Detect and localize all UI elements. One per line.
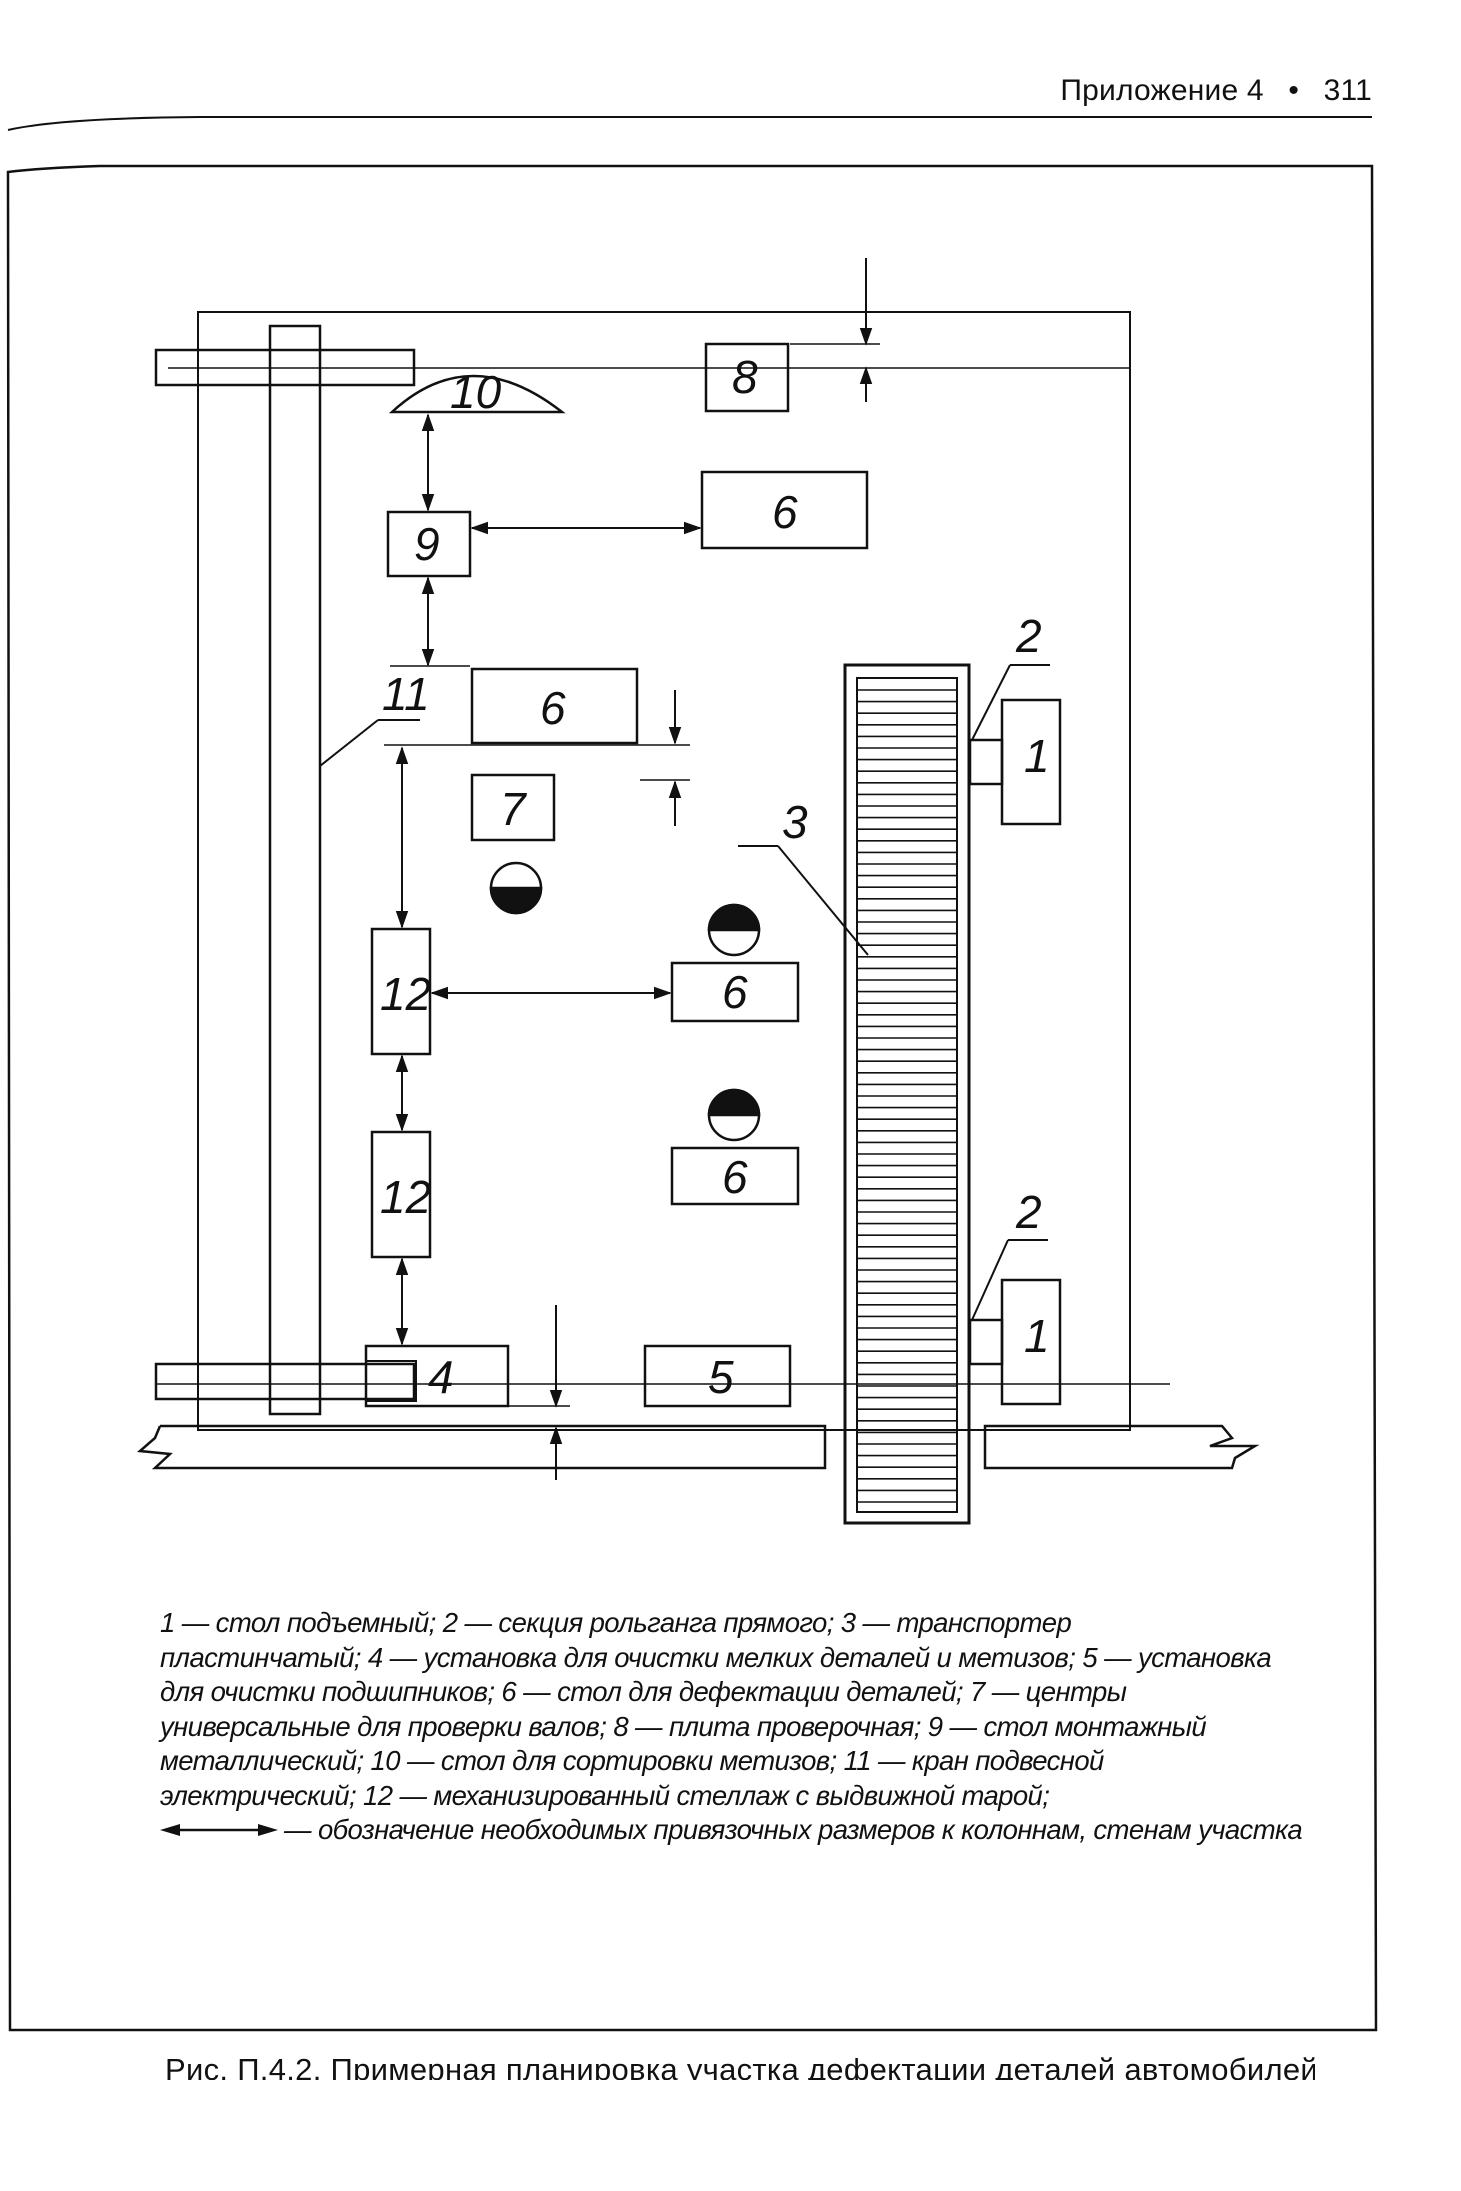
label-centers: 7 (500, 783, 527, 835)
crane-beam-top (154, 348, 416, 387)
legend-line: металлический; 10 — стол для сортировки … (160, 1745, 1104, 1776)
bullet-separator: • (1288, 74, 1300, 107)
figure-caption: Рис. П.4.2. Примерная планировка участка… (165, 2052, 1315, 2080)
operator-symbol-2 (707, 903, 761, 957)
room-outline (197, 311, 1131, 1431)
conveyor-inner (856, 677, 958, 1513)
crane-rail (268, 324, 322, 1416)
label-rack-2: 12 (380, 1171, 431, 1223)
defect-table-box-1 (700, 470, 869, 550)
crane-beam-bottom (154, 1362, 416, 1401)
roller-section-1 (968, 738, 1004, 786)
label-sorting-table: 10 (450, 366, 502, 418)
label-defect-table-2: 6 (540, 682, 566, 734)
label-plate: 8 (732, 351, 758, 403)
label-assembly-table: 9 (414, 518, 440, 570)
operator-symbol-1 (489, 861, 543, 915)
conveyor-leader (777, 845, 869, 956)
roller-section-2 (968, 1318, 1004, 1366)
assembly-table-box (386, 510, 472, 578)
defect-table-box-3 (670, 961, 800, 1023)
label-conveyor: 3 (782, 796, 808, 848)
label-bearing-cleaner: 5 (708, 1351, 734, 1403)
label-defect-table-4: 6 (722, 1151, 748, 1203)
section-title: Приложение 4 (1060, 74, 1264, 107)
operator-symbol-3 (707, 1088, 761, 1142)
legend-line: универсальные для проверки валов; 8 — пл… (160, 1710, 1207, 1742)
label-rack-1: 12 (380, 968, 431, 1020)
label-roller-section-1: 2 (1015, 610, 1042, 662)
label-lift-table-1: 1 (1024, 730, 1050, 782)
header-rule (7, 116, 1372, 131)
legend-line: 1 — стол подъемный; 2 — секция рольганга… (160, 1607, 1072, 1638)
running-head: Приложение 4 • 311 (1000, 74, 1372, 108)
double-arrow-icon (160, 1824, 278, 1837)
label-roller-section-2: 2 (1015, 1186, 1042, 1238)
crane-leader (319, 719, 379, 767)
bearing-cleaner-box (643, 1344, 792, 1408)
wall-left-segment (136, 1424, 827, 1470)
defect-table-box-2 (470, 667, 639, 745)
label-defect-table-3: 6 (722, 966, 748, 1018)
legend-arrow-line: — обозначение необходимых привязочных ра… (160, 1813, 1310, 1848)
label-defect-table-1: 6 (772, 486, 798, 538)
rack-box-1 (370, 927, 432, 1056)
label-small-parts-cleaner: 4 (428, 1351, 454, 1403)
legend-line: пластинчатый; 4 — установка для очистки … (160, 1641, 1272, 1673)
legend-line: для очистки подшипников; 6 — стол для де… (160, 1676, 1127, 1707)
label-crane: 11 (382, 668, 430, 720)
legend-line: электрический; 12 — механизированный сте… (160, 1779, 1050, 1811)
conveyor-outer (843, 663, 971, 1525)
sorting-table-shape (388, 374, 566, 414)
page-number: 311 (1323, 74, 1372, 107)
rack-box-2 (370, 1130, 432, 1259)
figure-frame (6, 164, 1378, 2032)
lift-table-box-1 (1000, 698, 1062, 826)
wall-right-segment (983, 1424, 1260, 1470)
plate-box (704, 342, 790, 413)
legend-arrow-note: — обозначение необходимых привязочных ра… (284, 1814, 1303, 1845)
figure-legend: 1 — стол подъемный; 2 — секция рольганга… (160, 1606, 1310, 1848)
defect-table-box-4 (670, 1146, 800, 1206)
label-lift-table-2: 1 (1024, 1310, 1050, 1362)
lift-table-box-2 (1000, 1278, 1062, 1406)
centers-box (470, 773, 556, 842)
conveyor-slats (857, 689, 957, 1503)
